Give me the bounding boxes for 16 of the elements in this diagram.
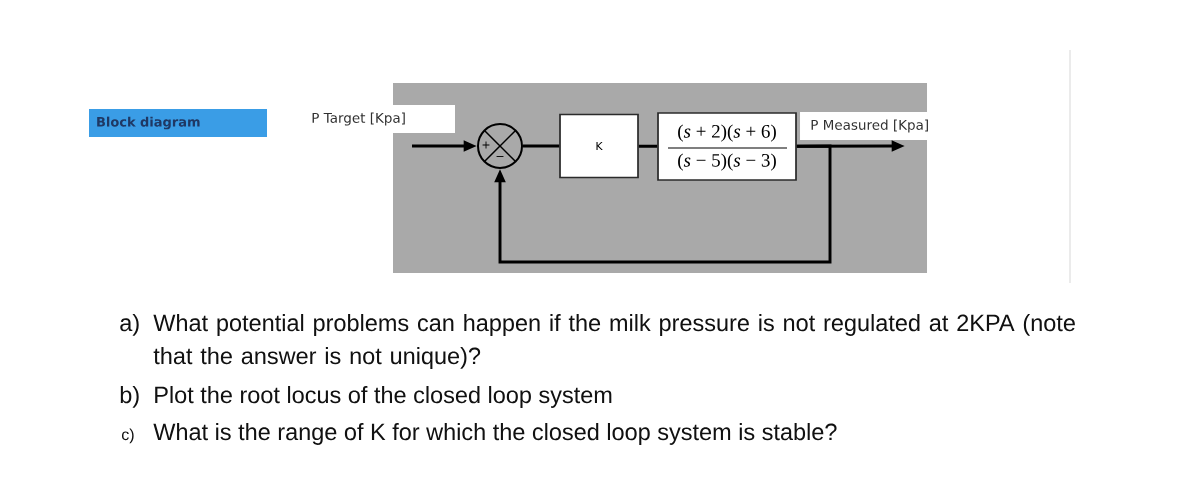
list-marker: c) <box>121 428 134 444</box>
edge-label: P Target [Kpa] <box>312 105 455 133</box>
edge-label: P Measured [Kpa] <box>800 112 928 140</box>
question-text: What is the range of K for which the closed loop system is stable? <box>153 423 837 445</box>
question-text: What potential problems can happen if the milk pressure is not regulated at 2KPA (note that the answer is not unique)? <box>153 314 1075 369</box>
gain-box: K <box>559 113 639 179</box>
sign-label: + <box>482 141 490 149</box>
transfer-function-box: (s + 2)(s + 6) (s − 5)(s − 3) <box>657 112 797 181</box>
question-text: Plot the root locus of the closed loop system <box>155 386 612 408</box>
arrow <box>494 144 832 264</box>
signal-line <box>523 144 560 148</box>
list-marker: b) <box>120 386 139 408</box>
list-marker: a) <box>120 314 139 336</box>
sign-label: − <box>496 156 504 157</box>
signal-line <box>638 144 658 148</box>
heading-band: Block diagram <box>89 109 267 137</box>
